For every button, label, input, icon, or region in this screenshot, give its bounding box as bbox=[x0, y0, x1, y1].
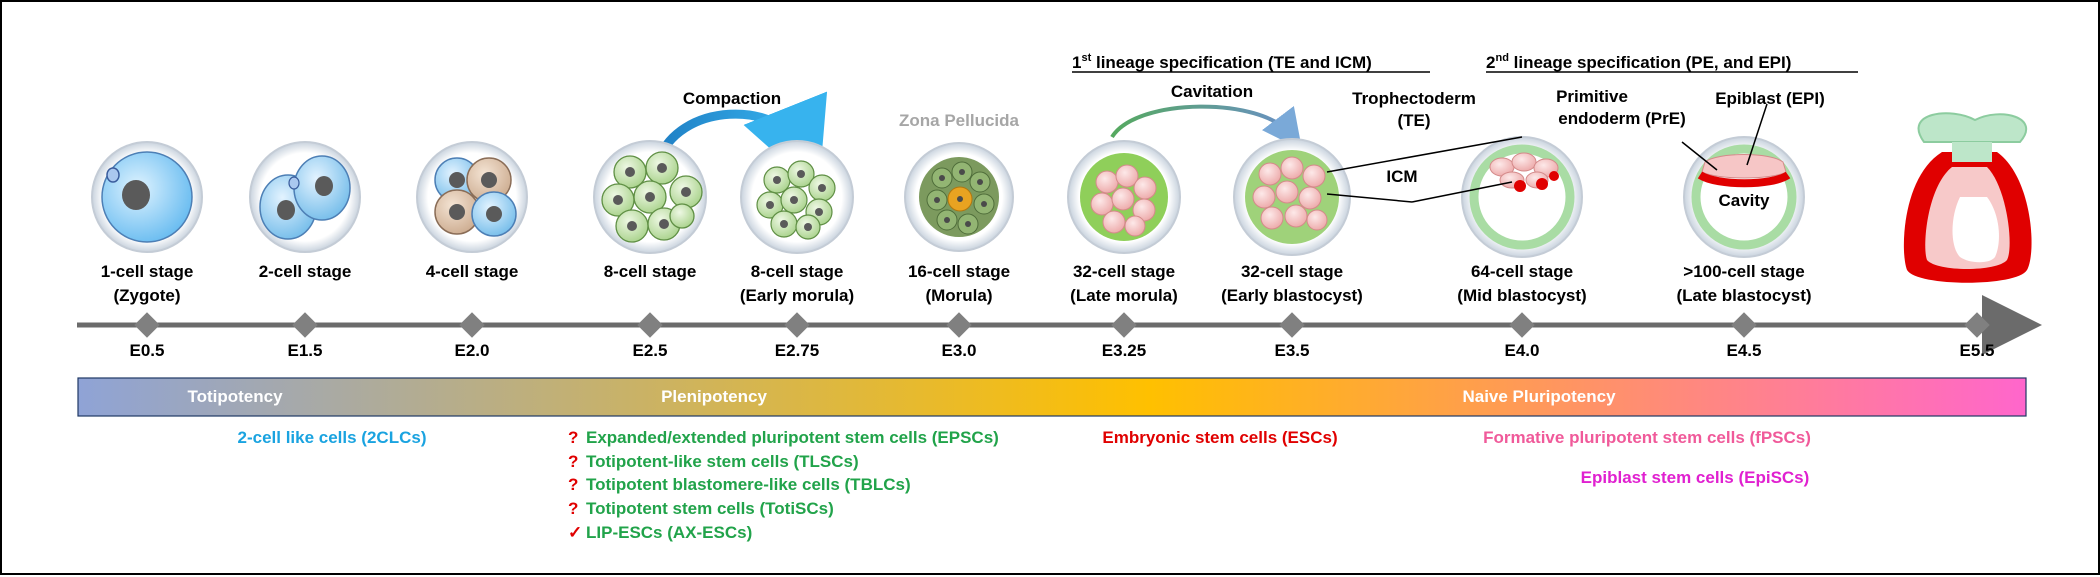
timeline-marker bbox=[292, 312, 318, 338]
stage-subtitle: (Morula) bbox=[925, 286, 992, 305]
cell-line-totiscs: Totipotent stem cells (TotiSCs) bbox=[586, 499, 834, 518]
embryonic-day-label: E5.5 bbox=[1960, 341, 1995, 360]
embryo-4-cell bbox=[416, 141, 528, 253]
timeline-marker bbox=[946, 312, 972, 338]
cell-line-lip-escs: LIP-ESCs (AX-ESCs) bbox=[586, 523, 752, 542]
embryonic-day-label: E4.5 bbox=[1727, 341, 1762, 360]
cavity-label: Cavity bbox=[1718, 191, 1770, 210]
embryo-morula bbox=[904, 142, 1014, 252]
embryonic-day-label: E4.0 bbox=[1505, 341, 1540, 360]
timeline-marker bbox=[637, 312, 663, 338]
embryonic-day-label: E3.0 bbox=[942, 341, 977, 360]
cavitation-arrow bbox=[1110, 104, 1303, 150]
trophectoderm-label: Trophectoderm bbox=[1352, 89, 1476, 108]
question-mark: ? bbox=[568, 428, 578, 447]
check-mark: ✓ bbox=[568, 523, 582, 542]
embryonic-day-label: E3.5 bbox=[1275, 341, 1310, 360]
embryo-zygote bbox=[91, 141, 203, 253]
question-mark: ? bbox=[568, 452, 578, 471]
cavitation-label: Cavitation bbox=[1171, 82, 1253, 101]
stage-subtitle: (Late morula) bbox=[1070, 286, 1178, 305]
embryo-early-morula bbox=[740, 140, 854, 254]
zona-pellucida-label: Zona Pellucida bbox=[899, 111, 1020, 130]
timeline-marker bbox=[784, 312, 810, 338]
cell-line-tblcs: Totipotent blastomere-like cells (TBLCs) bbox=[586, 475, 911, 494]
embryo-early-blastocyst bbox=[1233, 138, 1351, 256]
epiblast-label: Epiblast (EPI) bbox=[1715, 89, 1825, 108]
timeline: E0.5 E1.5 E2.0 E2.5 E2.75 E3.0 E3.25 E3.5 E4.0 E4… bbox=[77, 295, 2042, 360]
embryonic-day-label: E2.5 bbox=[633, 341, 668, 360]
stage-name: 2-cell stage bbox=[259, 262, 352, 281]
cell-line-list-totipotent: ? Totipotent stem cells (TotiSCs) ? Toti… bbox=[568, 475, 911, 542]
trophectoderm-abbrev: (TE) bbox=[1397, 111, 1430, 130]
stage-name: 4-cell stage bbox=[426, 262, 519, 281]
potency-bar bbox=[77, 377, 2027, 417]
stage-name: 32-cell stage bbox=[1241, 262, 1343, 281]
stage-name: 16-cell stage bbox=[908, 262, 1010, 281]
timeline-marker bbox=[459, 312, 485, 338]
cell-line-2clcs: 2-cell like cells (2CLCs) bbox=[238, 428, 427, 447]
compaction-label: Compaction bbox=[683, 89, 781, 108]
embryo-late-blastocyst: Cavity bbox=[1683, 136, 1805, 258]
embryo-mid-blastocyst bbox=[1461, 136, 1583, 258]
potency-naive-pluripotency: Naive Pluripotency bbox=[1462, 387, 1616, 406]
cell-line-escs: Embryonic stem cells (ESCs) bbox=[1102, 428, 1337, 447]
embryonic-day-label: E2.0 bbox=[455, 341, 490, 360]
embryonic-day-label: E1.5 bbox=[288, 341, 323, 360]
stage-subtitle: (Late blastocyst) bbox=[1676, 286, 1811, 305]
cell-line-episcs: Epiblast stem cells (EpiSCs) bbox=[1581, 468, 1810, 487]
stage-name: >100-cell stage bbox=[1683, 262, 1804, 281]
header-first-lineage: 1st lineage specification (TE and ICM) bbox=[1072, 52, 1372, 72]
stage-name: 32-cell stage bbox=[1073, 262, 1175, 281]
primitive-endoderm-label: Primitive bbox=[1556, 87, 1628, 106]
embryo-egg-cylinder bbox=[1903, 112, 2032, 283]
embryo-8-cell bbox=[593, 140, 707, 254]
potency-plenipotency: Plenipotency bbox=[661, 387, 767, 406]
annotation-lines bbox=[1326, 103, 1768, 203]
embryonic-day-label: E2.75 bbox=[775, 341, 819, 360]
icm-label: ICM bbox=[1386, 167, 1417, 186]
question-mark: ? bbox=[568, 475, 578, 494]
timeline-marker bbox=[1964, 312, 1990, 338]
stage-labels: 1-cell stage (Zygote) 2-cell stage 4-cell s… bbox=[101, 262, 1812, 305]
primitive-endoderm-abbrev: endoderm (PrE) bbox=[1558, 109, 1686, 128]
timeline-marker bbox=[1111, 312, 1137, 338]
embryonic-day-label: E0.5 bbox=[130, 341, 165, 360]
header-second-lineage: 2nd lineage specification (PE, and EPI) bbox=[1486, 52, 1791, 72]
stage-name: 8-cell stage bbox=[604, 262, 697, 281]
stage-name: 8-cell stage bbox=[751, 262, 844, 281]
stage-subtitle: (Early blastocyst) bbox=[1221, 286, 1363, 305]
cell-line-fpscs: Formative pluripotent stem cells (fPSCs) bbox=[1483, 428, 1811, 447]
timeline-marker bbox=[134, 312, 160, 338]
embryo-2-cell bbox=[249, 141, 361, 253]
embryo-late-morula bbox=[1067, 140, 1181, 254]
embryonic-day-label: E3.25 bbox=[1102, 341, 1146, 360]
question-mark: ? bbox=[568, 499, 578, 518]
stage-name: 1-cell stage bbox=[101, 262, 194, 281]
timeline-marker bbox=[1509, 312, 1535, 338]
stage-subtitle: (Mid blastocyst) bbox=[1457, 286, 1586, 305]
cell-line-list-plenipotent: ? Expanded/extended pluripotent stem cel… bbox=[568, 428, 999, 471]
cell-line-tlscs: Totipotent-like stem cells (TLSCs) bbox=[586, 452, 859, 471]
stage-subtitle: (Early morula) bbox=[740, 286, 854, 305]
stage-name: 64-cell stage bbox=[1471, 262, 1573, 281]
timeline-marker bbox=[1279, 312, 1305, 338]
potency-totipotency: Totipotency bbox=[187, 387, 283, 406]
stage-subtitle: (Zygote) bbox=[113, 286, 180, 305]
timeline-marker bbox=[1731, 312, 1757, 338]
cell-line-epscs: Expanded/extended pluripotent stem cells… bbox=[586, 428, 999, 447]
